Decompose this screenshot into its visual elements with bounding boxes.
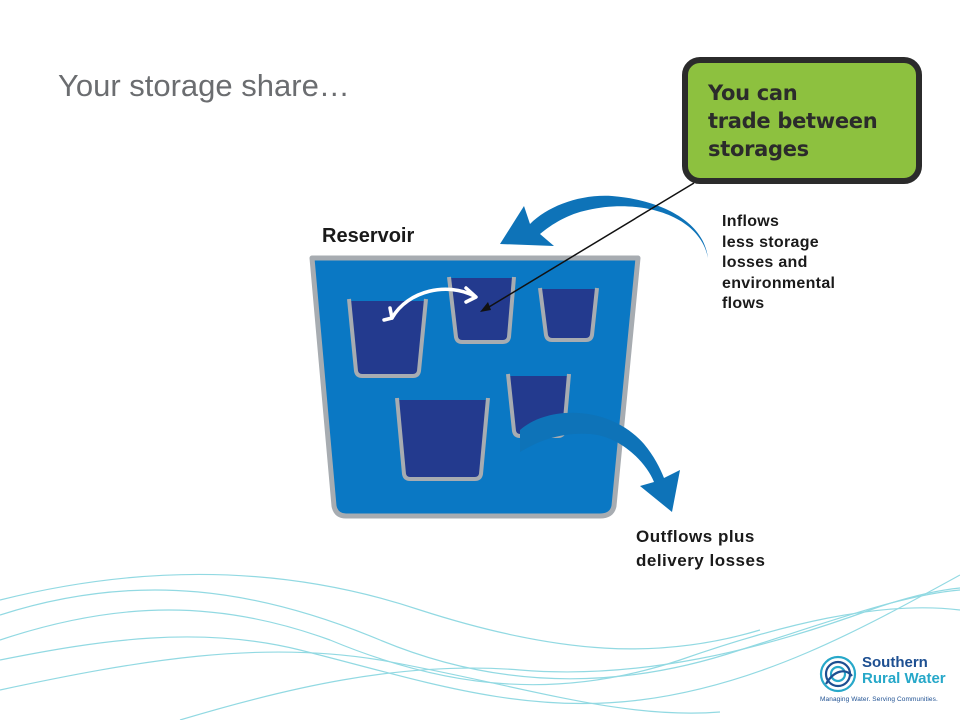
outflow-arrow [520, 412, 680, 512]
trade-arrow [382, 286, 478, 322]
logo-name-line1: Southern [862, 654, 928, 671]
cup-2 [447, 276, 516, 344]
outflows-label: Outflows plus delivery losses [636, 527, 766, 570]
slide-title: Your storage share… [58, 68, 350, 103]
cup-4 [395, 397, 490, 481]
cup-1 [347, 298, 428, 378]
reservoir-label: Reservoir [322, 225, 415, 247]
callout-pointer [483, 182, 695, 311]
cup-3 [538, 287, 599, 342]
trade-callout: You can trade between storages [682, 57, 922, 184]
logo-name-line2: Rural Water [862, 670, 946, 687]
logo-name: Southern Rural Water [862, 655, 946, 687]
logo-tagline: Managing Water. Serving Communities. [820, 696, 938, 703]
callout-text: You can trade between storages [708, 81, 878, 161]
storage-cups [347, 276, 599, 481]
inflow-arrow [500, 195, 708, 258]
inflows-label: Inflows less storage losses and environm… [722, 213, 836, 312]
